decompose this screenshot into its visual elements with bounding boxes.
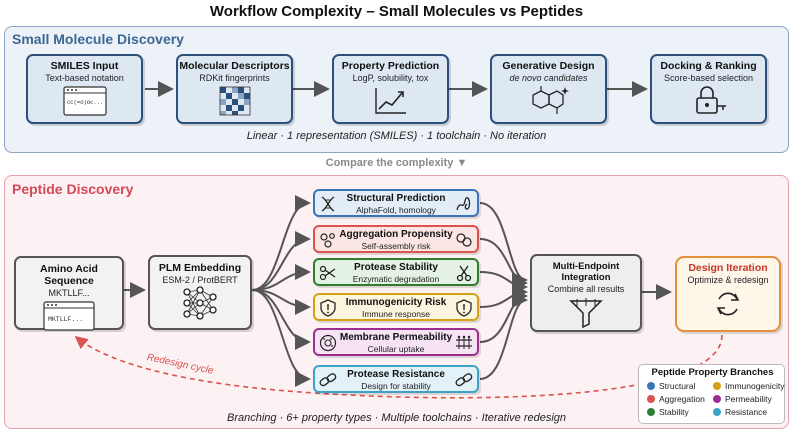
branch-title: Structural Prediction bbox=[346, 193, 446, 204]
figure-title: Workflow Complexity – Small Molecules vs… bbox=[209, 3, 584, 20]
branch-title: Membrane Permeability bbox=[339, 332, 453, 343]
legend-dot bbox=[713, 395, 721, 403]
branch-title: Protease Resistance bbox=[347, 369, 445, 380]
dna-helix-icon bbox=[321, 196, 335, 212]
funnel-icon bbox=[569, 298, 603, 329]
sm-step-title: Property Prediction bbox=[341, 60, 440, 72]
lock-key-icon bbox=[695, 86, 726, 114]
shield-icon bbox=[320, 299, 336, 317]
arrow-join-1 bbox=[479, 202, 528, 288]
legend-item: Aggregation bbox=[647, 394, 705, 404]
sm-step-subtitle: LogP, solubility, tox bbox=[352, 73, 429, 83]
legend-dot bbox=[647, 408, 655, 416]
legend-dot bbox=[713, 382, 721, 390]
sm-step-title: Docking & Ranking bbox=[660, 60, 757, 72]
line-chart-icon bbox=[374, 88, 406, 114]
cell-icon bbox=[319, 334, 337, 352]
neural-network-icon bbox=[183, 286, 217, 320]
legend-dot bbox=[647, 382, 655, 390]
branch-subtitle: Cellular uptake bbox=[367, 344, 425, 354]
legend-item: Permeability bbox=[713, 394, 772, 404]
small-molecule-caption: Linear · 1 representation (SMILES) · 1 t… bbox=[246, 130, 547, 142]
design-iteration-box: Design Iteration Optimize & redesign bbox=[675, 256, 781, 332]
plm-embedding-subtitle: ESM-2 / ProtBERT bbox=[162, 275, 238, 285]
branch-subtitle: Enzymatic degradation bbox=[352, 274, 440, 284]
branch-structural-prediction: Structural Prediction AlphaFold, homolog… bbox=[313, 189, 479, 217]
fingerprint-grid-icon bbox=[219, 86, 250, 116]
arrow-join-5 bbox=[479, 288, 528, 343]
legend-item: Stability bbox=[647, 407, 689, 417]
sm-step-subtitle: de novo candidates bbox=[509, 73, 588, 83]
arrow-fan-1 bbox=[251, 195, 311, 291]
legend-dot bbox=[647, 395, 655, 403]
amino-acid-sequence-subtitle: MKTLLF... bbox=[48, 288, 90, 298]
membrane-icon bbox=[456, 335, 472, 349]
compare-label: Compare the complexity ▼ bbox=[325, 157, 468, 169]
shield-icon bbox=[456, 299, 472, 317]
sm-step-docking: Docking & Ranking Score-based selection bbox=[650, 54, 767, 124]
sm-step-subtitle: Score-based selection bbox=[663, 73, 754, 83]
branch-title: Protease Stability bbox=[354, 262, 438, 273]
branch-title: Aggregation Propensity bbox=[339, 229, 453, 240]
sm-step-title: Molecular Descriptors bbox=[179, 60, 290, 72]
peptide-caption: Branching · 6+ property types · Multiple… bbox=[226, 412, 567, 424]
amino-acid-sequence-box: Amino Acid Sequence MKTLLF... MKTLLF... bbox=[14, 256, 124, 331]
clump-icon bbox=[456, 233, 472, 247]
code-window-text: CC(=O)Oc... bbox=[67, 99, 103, 106]
legend-item: Immunogenicity bbox=[713, 381, 785, 391]
branch-protease-resistance: Protease Resistance Design for stability bbox=[313, 365, 479, 393]
arrow-fan-2 bbox=[251, 231, 311, 291]
sm-step-descriptors: Molecular Descriptors RDKit fingerprints bbox=[176, 54, 293, 124]
amino-acid-sequence-title: Amino Acid Sequence bbox=[40, 263, 98, 287]
small-molecule-section-title: Small Molecule Discovery bbox=[12, 31, 184, 47]
sm-step-smiles: SMILES Input Text-based notation CC(=O)O… bbox=[26, 54, 143, 124]
code-window-icon: CC(=O)Oc... bbox=[62, 86, 107, 116]
sm-step-subtitle: RDKit fingerprints bbox=[199, 73, 270, 83]
plm-embedding-box: PLM Embedding ESM-2 / ProtBERT bbox=[148, 255, 252, 330]
branch-subtitle: Self-assembly risk bbox=[361, 241, 431, 251]
branch-protease-stability: Protease Stability Enzymatic degradation bbox=[313, 258, 479, 286]
sm-step-subtitle: Text-based notation bbox=[45, 73, 124, 83]
legend-item: Structural bbox=[647, 381, 695, 391]
protein-fold-icon bbox=[456, 197, 471, 211]
molecule-sparkle-icon bbox=[531, 86, 569, 114]
plm-embedding-title: PLM Embedding bbox=[158, 262, 242, 274]
chain-link-icon bbox=[455, 373, 473, 387]
branch-title: Immunogenicity Risk bbox=[345, 297, 447, 308]
sequence-window-icon: MKTLLF... bbox=[43, 301, 95, 331]
legend-item: Resistance bbox=[713, 407, 767, 417]
legend-dot bbox=[713, 408, 721, 416]
integration-title: Multi-Endpoint Integration bbox=[552, 261, 620, 283]
sequence-window-text: MKTLLF... bbox=[48, 316, 83, 323]
scissors-icon bbox=[319, 265, 336, 281]
sm-step-title: SMILES Input bbox=[50, 60, 119, 72]
design-iteration-subtitle: Optimize & redesign bbox=[687, 275, 769, 285]
refresh-cycle-icon bbox=[716, 292, 740, 316]
branch-subtitle: Design for stability bbox=[361, 381, 431, 391]
chain-link-icon bbox=[319, 373, 337, 387]
design-iteration-title: Design Iteration bbox=[688, 262, 768, 274]
legend-box: Peptide Property Branches Structural Imm… bbox=[638, 364, 785, 424]
arrow-join-6 bbox=[479, 292, 528, 380]
particles-icon bbox=[320, 233, 335, 248]
multi-endpoint-integration-box: Multi-Endpoint Integration Combine all r… bbox=[530, 254, 642, 332]
branch-subtitle: AlphaFold, homology bbox=[356, 205, 436, 215]
legend-title: Peptide Property Branches bbox=[651, 367, 774, 378]
branch-membrane-permeability: Membrane Permeability Cellular uptake bbox=[313, 328, 479, 356]
integration-subtitle: Combine all results bbox=[547, 284, 625, 294]
sm-step-property-prediction: Property Prediction LogP, solubility, to… bbox=[332, 54, 449, 124]
branch-aggregation-propensity: Aggregation Propensity Self-assembly ris… bbox=[313, 225, 479, 253]
arrow-fan-6 bbox=[251, 289, 311, 387]
sm-step-title: Generative Design bbox=[502, 60, 595, 72]
peptide-section-title: Peptide Discovery bbox=[12, 181, 134, 197]
branch-subtitle: Immune response bbox=[361, 309, 431, 319]
scissors-icon bbox=[456, 265, 472, 282]
branch-immunogenicity-risk: Immunogenicity Risk Immune response bbox=[313, 293, 479, 321]
sm-step-generative-design: Generative Design de novo candidates bbox=[490, 54, 607, 124]
